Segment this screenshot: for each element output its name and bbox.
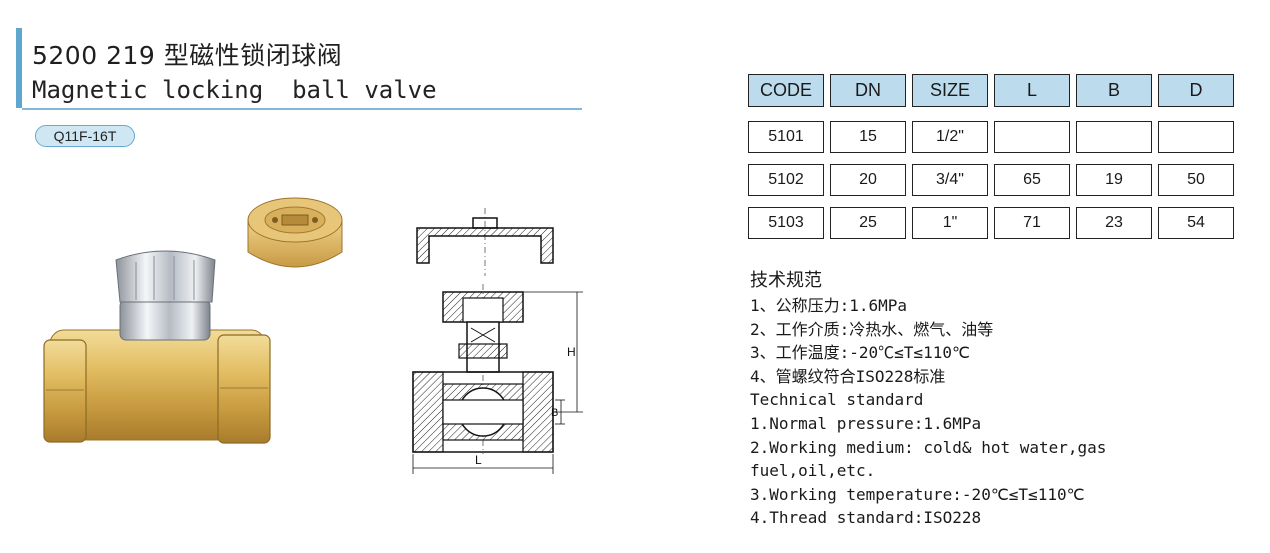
valve-photo [43,250,271,444]
table-cell: 65 [994,164,1070,196]
dimension-h-label: H [567,345,576,359]
valve-right-hex [217,334,271,444]
valve-left-hex [43,339,87,443]
standard-line-cn: 3、工作温度:-20℃≤T≤110℃ [750,343,970,363]
table-cell [1158,121,1234,153]
table-row: 5101 15 1/2" [748,121,1244,153]
table-cell: 54 [1158,207,1234,239]
dimension-l-label: L [475,453,482,467]
title-accent-bar [16,28,22,108]
chrome-cap-base [119,299,211,341]
header-b: B [1076,74,1152,107]
chrome-cap-top [115,250,216,303]
table-header-row: CODE DN SIZE L B D [748,74,1244,107]
technical-standards: 技术规范 1、公称压力:1.6MPa 2、工作介质:冷热水、燃气、油等 3、工作… [750,266,1250,530]
table-cell: 5101 [748,121,824,153]
model-badge: Q11F-16T [35,125,135,147]
header-dn: DN [830,74,906,107]
standard-line-en: 4.Thread standard:ISO228 [750,508,982,528]
product-title-chinese: 5200 219 型磁性锁闭球阀 [32,41,343,70]
table-cell: 71 [994,207,1070,239]
table-cell: 20 [830,164,906,196]
magnetic-key-photo [247,197,343,268]
table-cell: 19 [1076,164,1152,196]
header-code: CODE [748,74,824,107]
standard-line-cn: 1、公称压力:1.6MPa [750,296,908,315]
header-d: D [1158,74,1234,107]
dimension-b-label: B [551,407,558,419]
valve-section-drawing: H B L [412,284,583,474]
table-cell: 3/4" [912,164,988,196]
standards-heading-english: Technical standard [750,390,924,410]
title-underline [22,108,582,110]
table-row: 5102 20 3/4" 65 19 50 [748,164,1244,196]
table-cell: 5103 [748,207,824,239]
table-row: 5103 25 1" 71 23 54 [748,207,1244,239]
table-cell [1076,121,1152,153]
standard-line-en: 3.Working temperature:-20℃≤T≤110℃ [750,484,1085,504]
table-cell: 23 [1076,207,1152,239]
standard-line-cn: 4、管螺纹符合ISO228标准 [750,366,946,386]
standard-line-en: 1.Normal pressure:1.6MPa [750,413,982,433]
standard-line-cn: 2、工作介质:冷热水、燃气、油等 [750,319,994,339]
table-cell: 50 [1158,164,1234,196]
spec-table: CODE DN SIZE L B D 5101 15 1/2" 5102 20 … [748,74,1244,250]
table-cell: 1/2" [912,121,988,153]
header-l: L [994,74,1070,107]
table-cell: 5102 [748,164,824,196]
standards-heading-chinese: 技术规范 [750,270,822,291]
standard-line-en: fuel,oil,etc. [750,461,876,481]
table-cell [994,121,1070,153]
product-title-english: Magnetic locking ball valve [32,76,437,104]
table-cell: 25 [830,207,906,239]
cap-section-drawing [416,208,554,276]
standard-line-en: 2.Working medium: cold& hot water,gas [750,437,1107,457]
header-size: SIZE [912,74,988,107]
table-cell: 15 [830,121,906,153]
table-cell: 1" [912,207,988,239]
